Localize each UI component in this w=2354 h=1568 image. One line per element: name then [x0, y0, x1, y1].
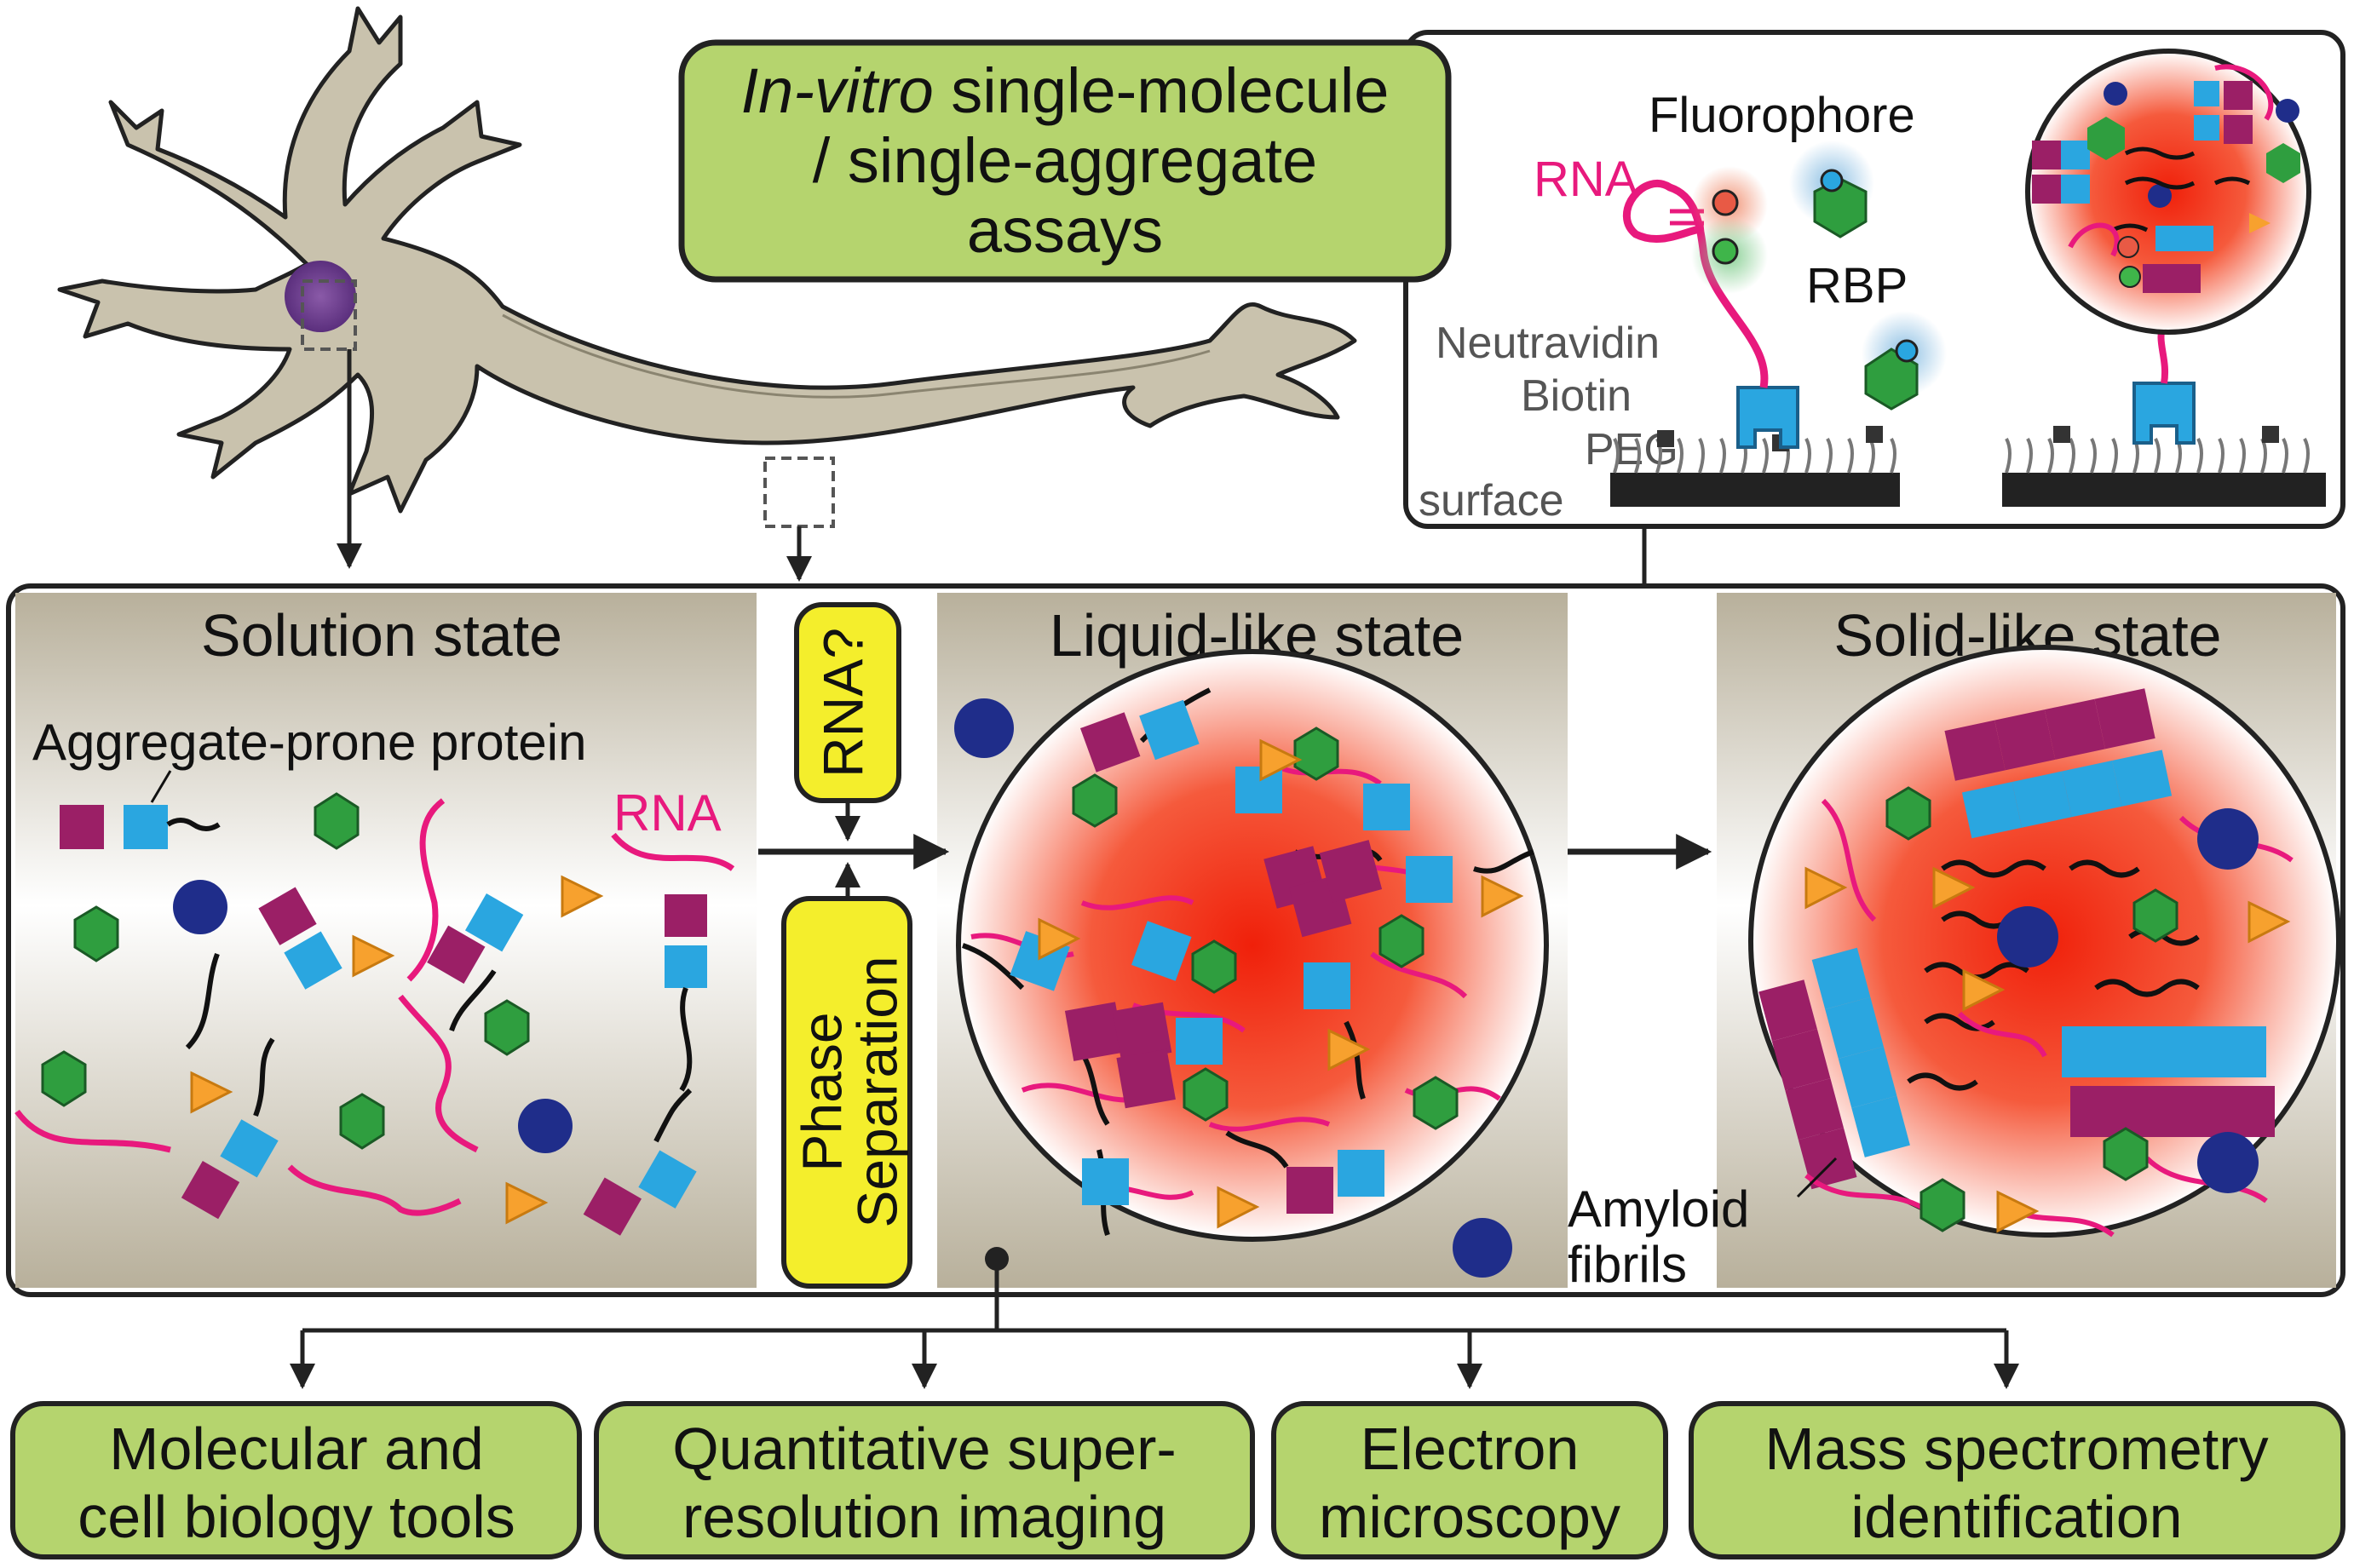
- peg-surface-right: [2002, 426, 2326, 507]
- method-3-line2: microscopy: [1319, 1484, 1620, 1550]
- rna-strand-assay: [1622, 179, 1769, 388]
- method-1-line1: Molecular and: [109, 1416, 484, 1482]
- solution-state-title: Solution state: [201, 602, 562, 669]
- rna-label-solution: RNA: [613, 784, 722, 841]
- fluorophore-green-icon: [1712, 238, 1739, 265]
- method-2-line2: resolution imaging: [682, 1484, 1166, 1550]
- amyloid-label-line2: fibrils: [1568, 1236, 1687, 1293]
- hexagon-icon: [314, 792, 360, 850]
- phase-label-line1: Phase: [790, 1012, 853, 1171]
- fluorophore-red-icon: [1712, 189, 1739, 216]
- method-1-line2: cell biology tools: [78, 1484, 515, 1550]
- solution-contents: [14, 792, 735, 1236]
- triangle-icon: [561, 875, 604, 918]
- nucleus-icon: [285, 261, 356, 332]
- method-4-line1: Mass spectrometry: [1764, 1416, 2268, 1482]
- biotin-label: Biotin: [1521, 371, 1632, 421]
- protein-icon: [60, 805, 104, 849]
- neutravidin-icon-right: [2132, 382, 2196, 445]
- assay-droplet-contents: [2032, 64, 2300, 293]
- solid-contents: [1758, 688, 2294, 1238]
- liquid-contents: [962, 687, 1534, 1236]
- protein-label: Aggregate-prone protein: [32, 714, 586, 771]
- rbp-label: RBP: [1806, 258, 1908, 313]
- circle-icon: [173, 880, 227, 934]
- rna-label-assay: RNA: [1534, 152, 1638, 207]
- rbp-hexagon-icon-2: [1864, 347, 1919, 411]
- method-box-2: [594, 1401, 1255, 1559]
- axon-zoom-box: [763, 457, 835, 528]
- method-2-line1: Quantitative super-: [672, 1416, 1176, 1482]
- neutravidin-label: Neutravidin: [1436, 319, 1660, 368]
- fluorophore-label: Fluorophore: [1649, 88, 1915, 143]
- method-box-1: [10, 1401, 582, 1559]
- method-box-4: [1689, 1401, 2345, 1559]
- rna-strand-icon: [406, 798, 446, 982]
- method-4-line2: identification: [1850, 1484, 2182, 1550]
- assay-title-line2: / single-aggregate: [813, 125, 1317, 196]
- peg-surface-left: [1610, 426, 1900, 507]
- phase-label-line2: Separation: [845, 956, 908, 1227]
- assay-title-box: [678, 39, 1452, 283]
- surface-label: surface: [1419, 476, 1564, 526]
- neuron-icon: [57, 6, 1357, 528]
- assay-title-line3: assays: [967, 195, 1163, 266]
- amyloid-label-line1: Amyloid: [1568, 1180, 1749, 1238]
- method-box-3: [1271, 1401, 1668, 1559]
- solution-bg: [15, 593, 757, 1288]
- assay-title-line1: In-vitro single-molecule: [741, 55, 1390, 126]
- neutravidin-icon: [1736, 386, 1799, 449]
- method-3-line1: Electron: [1361, 1416, 1580, 1482]
- rna-question-label: RNA?: [811, 628, 874, 778]
- soma-zoom-box: [301, 279, 357, 351]
